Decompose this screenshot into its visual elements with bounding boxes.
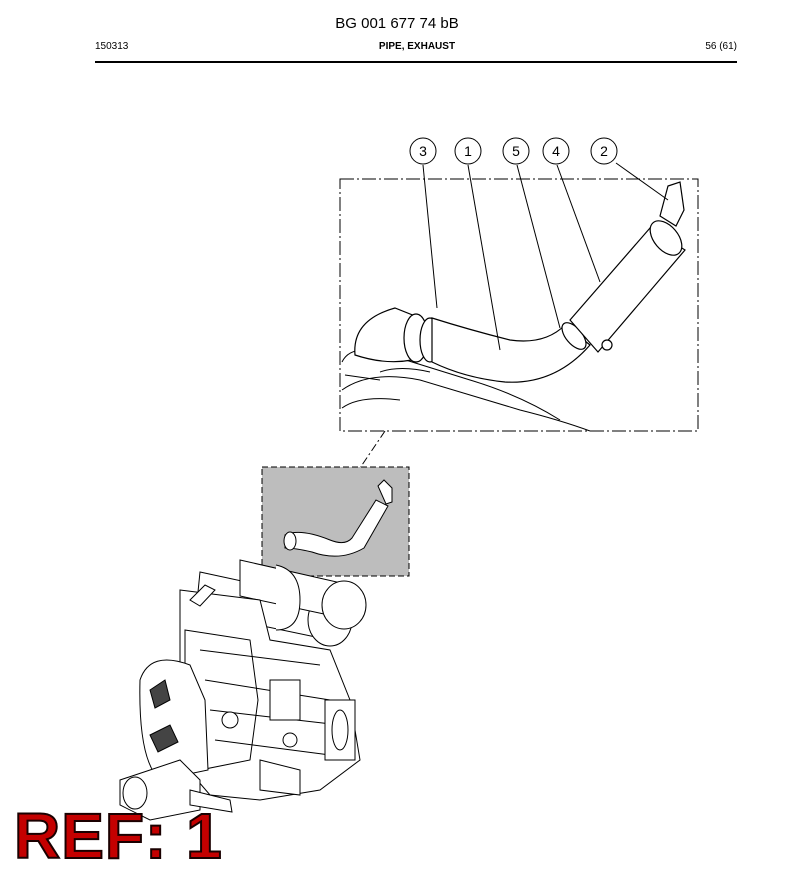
svg-text:2: 2	[600, 143, 608, 159]
callout-1: 1	[454, 137, 482, 165]
overview-exhaust-pipe	[283, 479, 393, 557]
callout-3: 3	[409, 137, 437, 165]
header-page-number: 56 (61)	[705, 41, 737, 52]
callout-2: 2	[590, 137, 618, 165]
header-date: 150313	[95, 41, 129, 52]
ref-label: REF: 1	[13, 800, 223, 872]
header-title: PIPE, EXHAUST	[378, 41, 456, 52]
detail-connector-line	[359, 430, 386, 469]
callout-4: 4	[542, 137, 570, 165]
svg-text:1: 1	[464, 143, 472, 159]
document-number: BG 001 677 74 bB	[335, 15, 459, 32]
svg-text:5: 5	[512, 143, 520, 159]
detail-frame	[339, 178, 699, 432]
detail-background-parts	[341, 349, 591, 432]
detail-exhaust-pipe	[354, 181, 686, 383]
callouts	[422, 162, 669, 351]
engine-illustration	[119, 559, 367, 821]
callout-5: 5	[502, 137, 530, 165]
svg-text:3: 3	[419, 143, 427, 159]
svg-text:4: 4	[552, 143, 560, 159]
header-rule	[95, 61, 737, 63]
